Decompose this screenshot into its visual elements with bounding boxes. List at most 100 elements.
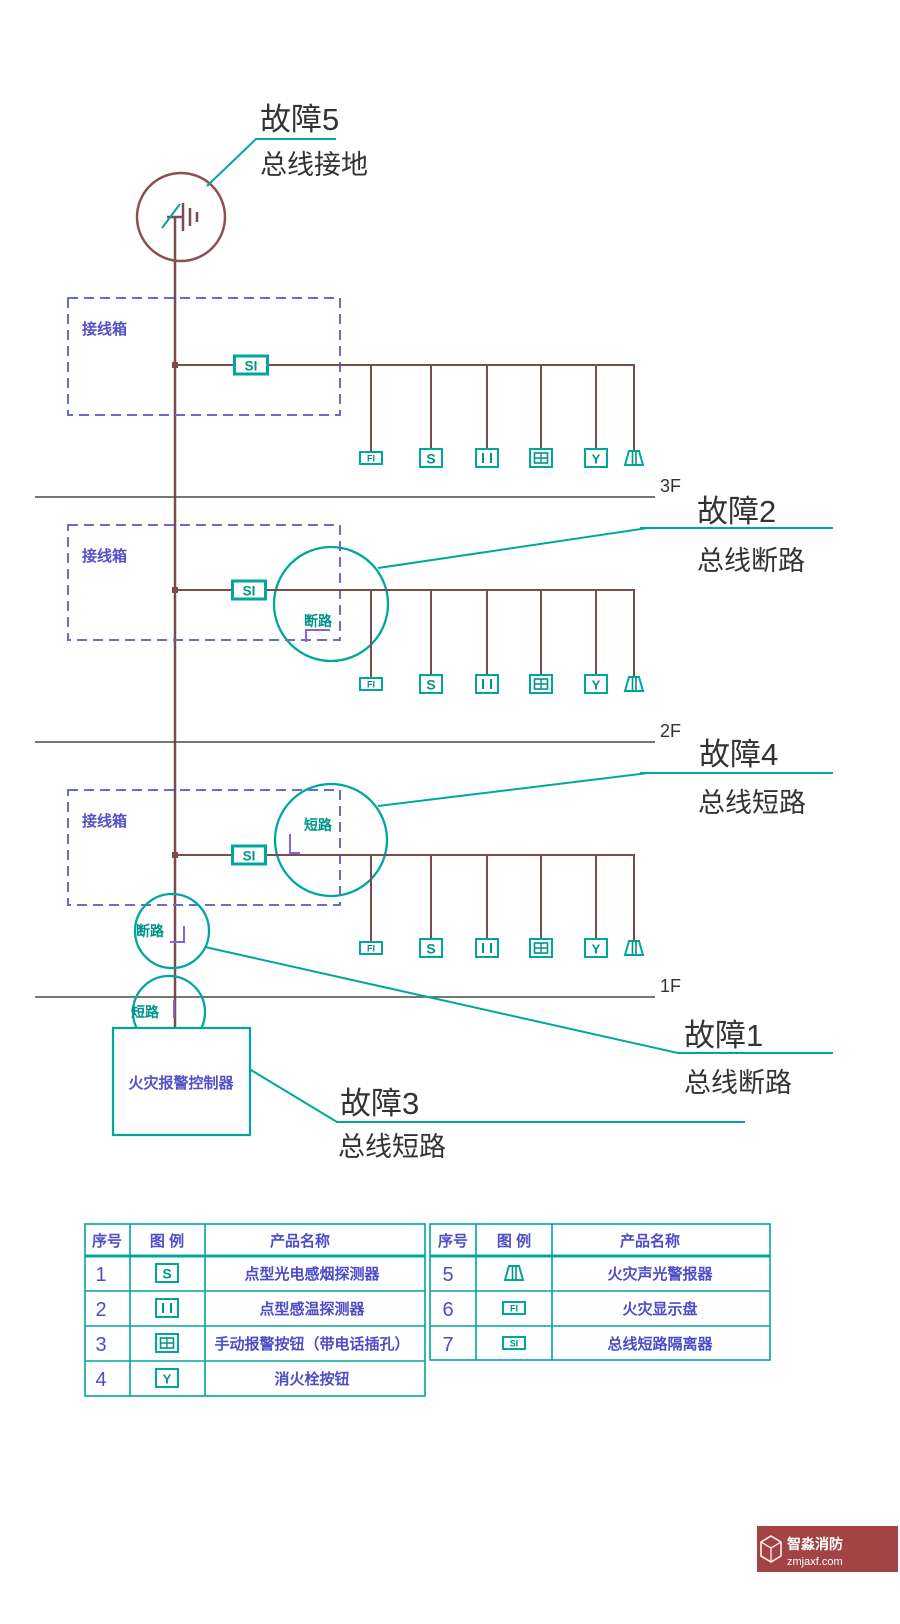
legend-manual-call-point-icon (155, 1333, 179, 1353)
fault1-break-label: 断路 (136, 923, 165, 939)
floor1-manual-call-point-icon (529, 938, 553, 958)
watermark: 智淼消防 zmjaxf.com (757, 1526, 898, 1572)
floor1-si-isolator (231, 844, 267, 866)
fault4-callout-line (377, 772, 833, 807)
floor3-heat-detector-icon (475, 448, 499, 468)
legend-left-header-symbol: 图 例 (150, 1232, 184, 1250)
fault1-break-mark (170, 926, 185, 943)
legend-row5-name: 火灾声光警报器 (607, 1265, 713, 1283)
legend-table-left: 序号 图 例 产品名称 1 点型光电感烟探测器 2 点型感温探测器 3 手动报警… (84, 1223, 426, 1397)
floor2-label: 2F (660, 721, 681, 741)
ground-symbol (167, 203, 199, 231)
fault4-desc: 总线短路 (698, 788, 806, 818)
fault1-title: 故障1 (684, 1018, 763, 1053)
fault1-circle (133, 892, 211, 970)
fault1-desc: 总线断路 (684, 1068, 792, 1098)
floor1-sounder-strobe-icon (624, 940, 644, 956)
legend-row5-no: 5 (442, 1264, 453, 1286)
floor3-label: 3F (660, 476, 681, 496)
floor2-smoke-detector-icon (419, 674, 443, 694)
floor3-junction-box-label: 接线箱 (82, 320, 127, 338)
fault1-callout-line (204, 946, 833, 1054)
fault2-section: 故障2 总线断路 (272, 494, 833, 663)
legend-row4-name: 消火栓按钮 (274, 1370, 349, 1388)
legend-row1-no: 1 (95, 1264, 106, 1286)
fault2-circle (272, 545, 390, 663)
legend-left-border (84, 1223, 426, 1397)
floor2-sounder-strobe-icon (624, 676, 644, 692)
legend-right-row-lines (430, 1290, 770, 1327)
fault2-title: 故障2 (697, 494, 776, 529)
legend-left-row-lines (85, 1290, 425, 1362)
fault2-desc: 总线断路 (697, 546, 805, 576)
legend-smoke-detector-icon (155, 1263, 179, 1283)
legend-left-column-lines (129, 1224, 206, 1396)
fault3-section: 短路 故障3 总线短路 (131, 974, 745, 1162)
legend-left-header-no: 序号 (92, 1232, 122, 1250)
floor2-junction-box (67, 524, 341, 641)
floor2-break-label: 断路 (304, 613, 333, 629)
floor1-short-mark (289, 834, 300, 854)
floor2-manual-call-point-icon (529, 674, 553, 694)
floor1-junction-box-label: 接线箱 (82, 812, 127, 830)
legend-row1-name: 点型光电感烟探测器 (244, 1265, 380, 1283)
fault5-title: 故障5 (260, 102, 339, 137)
fault5-ground-section: 故障5 总线接地 (135, 102, 368, 263)
legend-right-border (429, 1223, 771, 1361)
legend-row6-no: 6 (442, 1299, 453, 1321)
floor1-drop-lines (370, 855, 635, 941)
fault1-section: 断路 故障1 总线断路 (133, 892, 833, 1098)
floor1-heat-detector-icon (475, 938, 499, 958)
floor1-label: 1F (660, 976, 681, 996)
floor1-hydrant-button-icon (584, 938, 608, 958)
legend-row2-name: 点型感温探测器 (259, 1300, 365, 1318)
floor-1-section: 接线箱 短路 1F (35, 789, 681, 998)
floor3-sounder-strobe-icon (624, 450, 644, 466)
ground-fault-circle (135, 171, 227, 263)
floor3-hydrant-button-icon (584, 448, 608, 468)
floor-2-section: 接线箱 断路 2F (35, 524, 681, 743)
legend-row6-name: 火灾显示盘 (622, 1300, 697, 1318)
legend-right-header-name: 产品名称 (620, 1232, 680, 1250)
watermark-name: 智淼消防 (786, 1536, 843, 1552)
fault3-title: 故障3 (340, 1086, 419, 1121)
legend-fire-display-icon (502, 1301, 526, 1315)
fault3-desc: 总线短路 (338, 1132, 446, 1162)
floor2-hydrant-button-icon (584, 674, 608, 694)
fault4-circle (273, 782, 389, 898)
floor3-si-isolator (233, 354, 269, 376)
floor3-junction-box (67, 297, 341, 416)
fault2-callout-line (377, 527, 833, 569)
legend-sounder-strobe-icon (504, 1265, 524, 1281)
fault4-title: 故障4 (699, 737, 778, 772)
watermark-logo-lines (760, 1541, 782, 1562)
legend-row2-no: 2 (95, 1299, 106, 1321)
fault5-callout-line (206, 138, 336, 187)
floor3-bus-node (172, 362, 178, 368)
floor1-fire-display-icon (359, 941, 383, 955)
fault5-desc: 总线接地 (260, 150, 368, 180)
floor-3-section: 接线箱 3F (35, 297, 681, 498)
legend-right-column-lines (475, 1224, 553, 1360)
legend-heat-detector-icon (155, 1298, 179, 1318)
legend-row3-no: 3 (95, 1334, 106, 1356)
floor1-short-label: 短路 (304, 817, 333, 833)
controller-section: 火灾报警控制器 (111, 1026, 252, 1137)
floor2-heat-detector-icon (475, 674, 499, 694)
controller-box (111, 1026, 252, 1137)
floor2-si-isolator (231, 579, 267, 601)
legend-right-header-symbol: 图 例 (497, 1232, 531, 1250)
floor2-junction-box-label: 接线箱 (82, 547, 127, 565)
floor2-drop-lines (370, 590, 635, 678)
legend-row3-name: 手动报警按钮（带电话插孔） (214, 1335, 409, 1353)
floor1-junction-box (67, 789, 341, 906)
floor1-smoke-detector-icon (419, 938, 443, 958)
watermark-site: zmjaxf.com (787, 1556, 843, 1568)
ground-tick-mark (161, 203, 181, 229)
floor3-drop-lines (370, 365, 635, 451)
floor1-bus-node (172, 852, 178, 858)
legend-isolator-icon (502, 1336, 526, 1350)
legend-row4-no: 4 (95, 1369, 106, 1391)
legend-row7-name: 总线短路隔离器 (607, 1335, 713, 1353)
